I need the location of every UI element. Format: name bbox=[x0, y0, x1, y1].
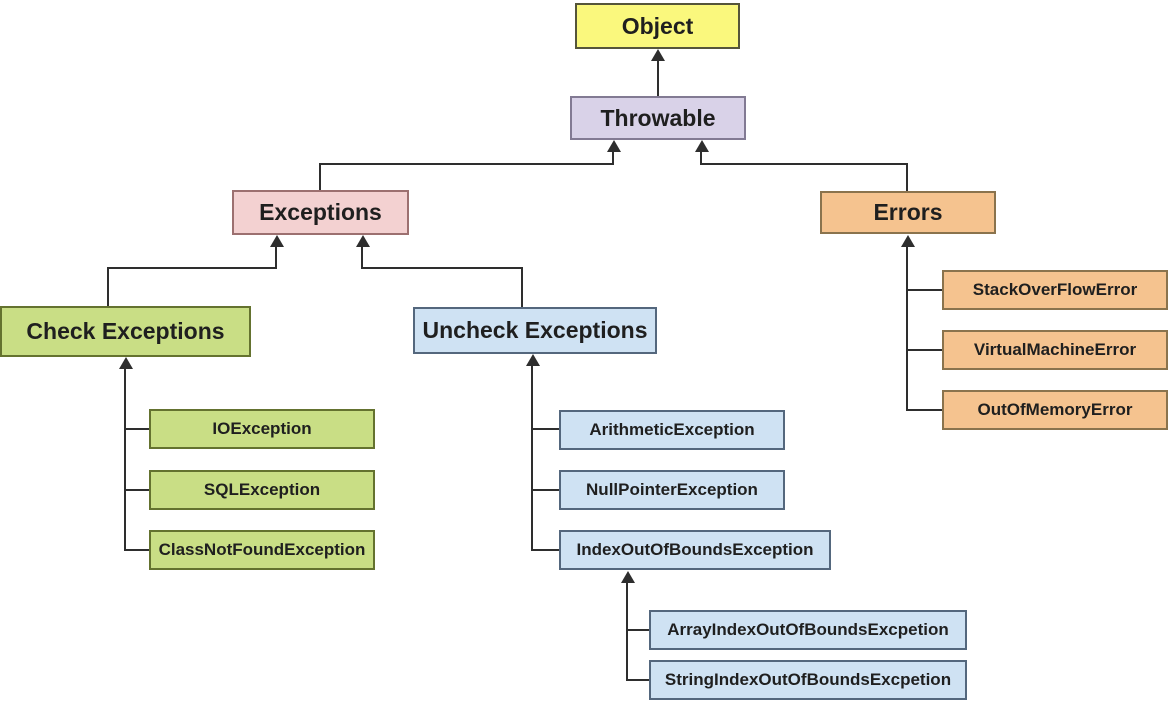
node-null-pointer-exception: NullPointerException bbox=[559, 470, 785, 510]
arrow-up-icon bbox=[270, 235, 284, 247]
node-check-exceptions: Check Exceptions bbox=[0, 306, 251, 357]
connector-line bbox=[531, 364, 533, 550]
node-errors: Errors bbox=[820, 191, 996, 234]
connector-line bbox=[319, 163, 614, 165]
node-string-index-out-of-bounds: StringIndexOutOfBoundsExcpetion bbox=[649, 660, 967, 700]
connector-line bbox=[700, 163, 908, 165]
connector-line bbox=[531, 549, 559, 551]
arrow-up-icon bbox=[356, 235, 370, 247]
node-array-index-out-of-bounds: ArrayIndexOutOfBoundsExcpetion bbox=[649, 610, 967, 650]
connector-line bbox=[521, 267, 523, 308]
connector-line bbox=[906, 163, 908, 192]
arrow-up-icon bbox=[901, 235, 915, 247]
arrow-up-icon bbox=[526, 354, 540, 366]
connector-line bbox=[906, 289, 942, 291]
arrow-up-icon bbox=[621, 571, 635, 583]
arrow-up-icon bbox=[119, 357, 133, 369]
connector-line bbox=[275, 245, 277, 269]
connector-line bbox=[361, 267, 523, 269]
arrow-up-icon bbox=[651, 49, 665, 61]
connector-line bbox=[124, 367, 126, 550]
node-io-exception: IOException bbox=[149, 409, 375, 449]
connector-line bbox=[124, 489, 149, 491]
connector-line bbox=[531, 489, 559, 491]
node-index-out-of-bounds-exception: IndexOutOfBoundsException bbox=[559, 530, 831, 570]
arrow-up-icon bbox=[607, 140, 621, 152]
node-class-not-found-exception: ClassNotFoundException bbox=[149, 530, 375, 570]
connector-line bbox=[612, 150, 614, 165]
node-object: Object bbox=[575, 3, 740, 49]
connector-line bbox=[319, 163, 321, 191]
connector-line bbox=[626, 679, 649, 681]
connector-line bbox=[700, 150, 702, 165]
connector-line bbox=[626, 629, 649, 631]
node-sql-exception: SQLException bbox=[149, 470, 375, 510]
connector-line bbox=[906, 349, 942, 351]
node-virtual-machine-error: VirtualMachineError bbox=[942, 330, 1168, 370]
connector-line bbox=[531, 428, 559, 430]
node-uncheck-exceptions: Uncheck Exceptions bbox=[413, 307, 657, 354]
connector-line bbox=[107, 267, 109, 307]
arrow-up-icon bbox=[695, 140, 709, 152]
connector-line bbox=[906, 409, 942, 411]
node-stack-overflow-error: StackOverFlowError bbox=[942, 270, 1168, 310]
node-throwable: Throwable bbox=[570, 96, 746, 140]
connector-line bbox=[657, 59, 659, 96]
node-exceptions: Exceptions bbox=[232, 190, 409, 235]
connector-line bbox=[124, 428, 149, 430]
node-arithmetic-exception: ArithmeticException bbox=[559, 410, 785, 450]
connector-line bbox=[361, 245, 363, 269]
connector-line bbox=[107, 267, 277, 269]
node-out-of-memory-error: OutOfMemoryError bbox=[942, 390, 1168, 430]
connector-line bbox=[906, 245, 908, 410]
connector-line bbox=[124, 549, 149, 551]
